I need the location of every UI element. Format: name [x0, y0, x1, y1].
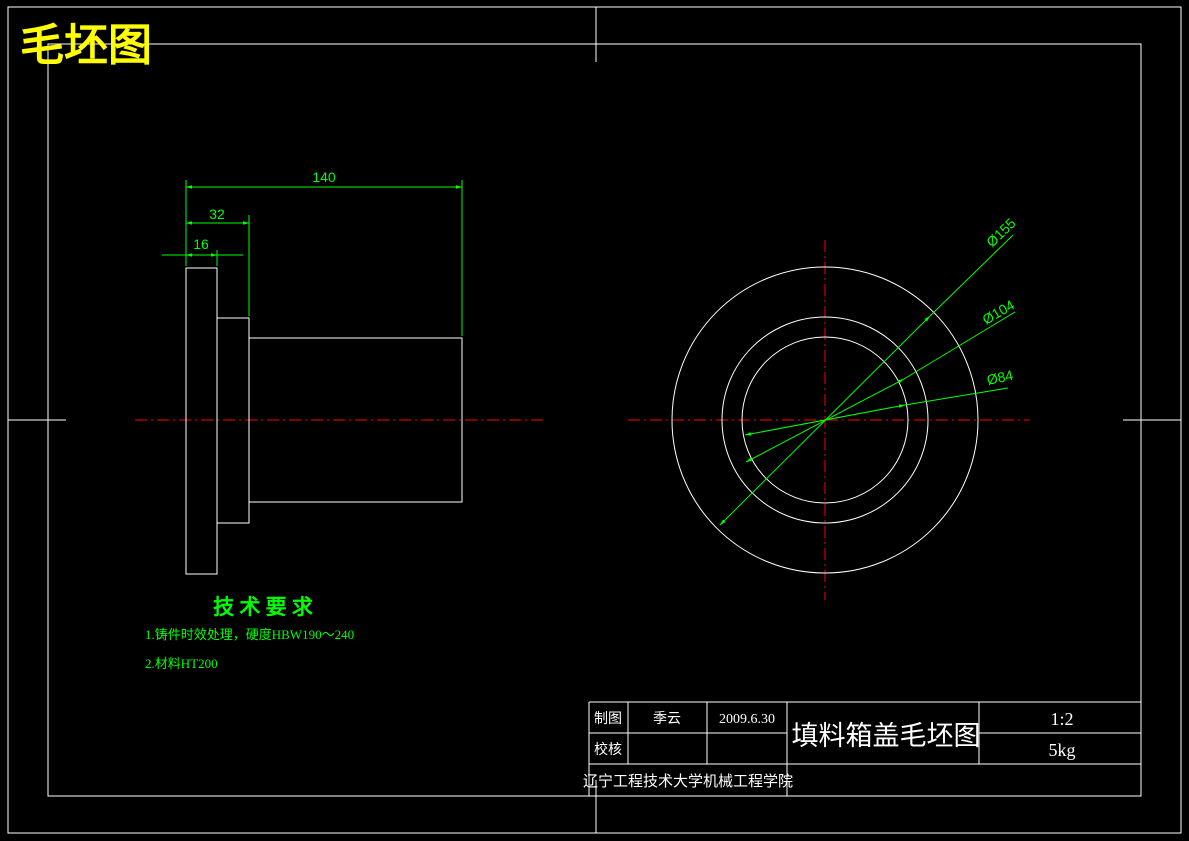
dim-label-140: 140 [312, 169, 336, 185]
technical-requirements: 技 术 要 求 1.铸件时效处理，硬度HBW190～240 2.材料HT200 [145, 595, 354, 671]
drawn-by: 季云 [653, 711, 681, 727]
outer-circle [671, 266, 979, 574]
dim-label-16: 16 [193, 236, 209, 252]
end-view: Ø155 Ø104 Ø84 [628, 215, 1030, 600]
drawn-label: 制图 [594, 711, 622, 727]
dia-104-label: Ø104 [980, 297, 1018, 328]
checked-label: 校核 [594, 741, 622, 758]
tech-req-item-1: 1.铸件时效处理，硬度HBW190～240 [145, 627, 354, 642]
dia-84-leader [904, 387, 1009, 406]
institution: 辽宁工程技术大学机械工程学院 [583, 772, 793, 790]
part-name: 填料箱盖毛坯图 [792, 721, 981, 751]
dia-155-label: Ø155 [983, 215, 1019, 250]
dia-104-leader [903, 311, 1016, 380]
flange-outline [185, 267, 218, 575]
date: 2009.6.30 [719, 712, 775, 727]
dia-155-leader [929, 234, 1014, 317]
dia-84-dimline [744, 404, 906, 436]
tech-req-heading: 技 术 要 求 [213, 595, 313, 619]
dim-label-32: 32 [209, 206, 225, 222]
dia-84-label: Ø84 [985, 367, 1014, 388]
tech-req-item-2: 2.材料HT200 [145, 656, 218, 671]
body-outline [248, 337, 463, 503]
extension-lines [185, 180, 463, 336]
centering-marks [8, 7, 1181, 833]
front-view: 140 32 16 [135, 169, 545, 575]
title-block [588, 701, 1141, 796]
weight: 5kg [1049, 740, 1076, 760]
scale: 1:2 [1050, 709, 1073, 729]
title-block-text: 制图 季云 2009.6.30 校核 填料箱盖毛坯图 1:2 5kg 辽宁工程技… [583, 709, 1076, 790]
sheet-title: 毛坯图 [20, 20, 152, 71]
